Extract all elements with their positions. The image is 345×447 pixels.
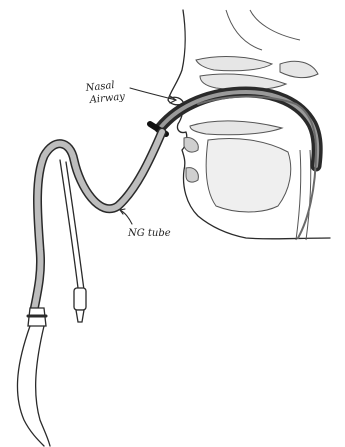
palate — [190, 121, 282, 135]
sinus-shading — [280, 61, 318, 77]
lower-lip-detail — [186, 168, 198, 182]
upper-turbinate — [196, 57, 272, 71]
nasal-cavity-anatomy — [184, 57, 318, 212]
nasal-airway-label-line2: Airway — [88, 91, 126, 106]
tongue-region — [206, 139, 291, 213]
ng-tube-outer — [34, 132, 162, 310]
ng-tube-inner — [34, 132, 162, 310]
side-port-connector — [74, 288, 86, 310]
connectors — [17, 160, 86, 446]
ng-tube-label: NG tube — [127, 228, 171, 239]
drain-tube-right — [36, 326, 50, 446]
nasal-airway-leader — [130, 88, 176, 100]
lip-detail — [184, 138, 198, 152]
